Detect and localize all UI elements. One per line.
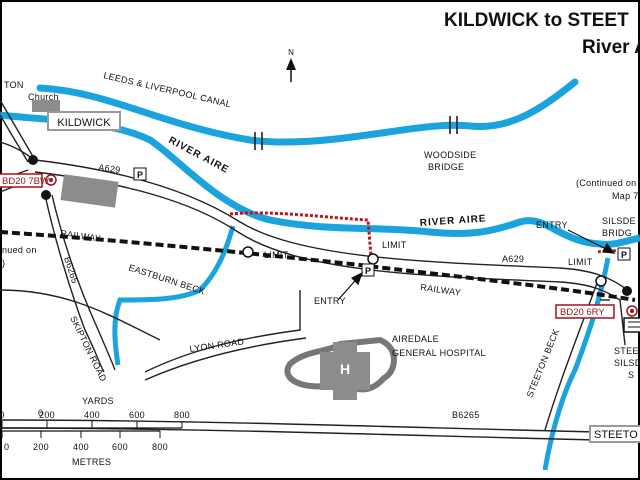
label-steeton-1: STEET [614, 346, 640, 356]
entry-arrow-2 [567, 229, 616, 254]
label-skipton-road: SKIPTON ROAD [68, 314, 108, 383]
label-silsden-1: SILSDE [602, 216, 636, 226]
label-continued-left-2: ) [2, 258, 5, 268]
svg-text:KILDWICK: KILDWICK [57, 117, 111, 129]
label-steeton-2: SILSD [614, 358, 640, 368]
label-railway-right: RAILWAY [420, 282, 462, 298]
north-arrow-icon: N [286, 48, 296, 82]
scale-bar: YARDS 0 0 200 400 600 800 0 200 400 600 … [0, 396, 190, 467]
map-title-line2: River A [582, 37, 640, 58]
scale-y-3: 600 [129, 410, 145, 420]
kildwick-sign: KILDWICK [47, 111, 121, 131]
label-steeton-beck: STEETON BECK [525, 327, 562, 398]
postcode-box-1: BD20 7BW [0, 173, 49, 188]
parking-icon-3: P [617, 247, 631, 261]
svg-text:P: P [137, 170, 143, 180]
scale-m-1: 200 [33, 442, 49, 452]
label-woodside-1: WOODSIDE [424, 150, 476, 160]
scale-y-2: 400 [84, 410, 100, 420]
scale-m-0: 0 [4, 442, 9, 452]
label-silsden-2: BRIDG [602, 228, 632, 238]
steeton-sign: STEETO [589, 425, 640, 443]
eastburn-beck [112, 225, 236, 366]
hospital-symbol: H [340, 361, 350, 377]
label-continued-right-1: (Continued on [576, 178, 636, 188]
svg-text:BD20 6RY: BD20 6RY [560, 307, 605, 318]
label-limit-2: LIMIT [382, 240, 407, 250]
limit-marker-2 [367, 253, 379, 265]
svg-text:BD20 7BW: BD20 7BW [2, 176, 49, 187]
svg-text:N: N [288, 48, 294, 57]
scale-metres-label: METRES [72, 457, 111, 467]
woodside-bridge-symbol [449, 116, 458, 134]
label-railway-left: RAILWAY [60, 228, 102, 244]
map-title-line1: KILDWICK to STEET [444, 10, 629, 31]
scale-y-4: 800 [174, 410, 190, 420]
label-hospital-1: AIREDALE [392, 334, 439, 344]
scale-yards-label: YARDS [82, 396, 114, 406]
svg-text:P: P [621, 250, 627, 260]
canal-bridge-1 [254, 132, 263, 150]
scale-m-2: 400 [73, 442, 89, 452]
label-river-1: RIVER AIRE [167, 135, 231, 176]
railway-line [0, 230, 636, 302]
church-building [32, 100, 60, 112]
postcode-flower-icon-2 [626, 305, 638, 317]
scale-m-3: 600 [112, 442, 128, 452]
postcode-flower-icon-1 [45, 174, 57, 186]
label-woodside-2: BRIDGE [428, 162, 464, 172]
label-a629-right: A629 [502, 254, 524, 264]
entry-arrow-1 [337, 271, 364, 301]
parking-icon-1: P [133, 167, 147, 181]
kildwick-building [60, 174, 119, 208]
svg-text:STEETO: STEETO [594, 429, 638, 441]
river-aire [0, 111, 640, 248]
label-church: Church [28, 92, 59, 102]
canal-line [36, 78, 579, 146]
scale-yards-tick-0: 0 [38, 408, 43, 418]
label-entry-2: ENTRY [536, 220, 568, 230]
svg-text:P: P [365, 266, 371, 276]
label-limit-1: LIMIT [264, 250, 289, 260]
label-eastburn-beck: EASTBURN BECK [127, 262, 206, 296]
scale-m-4: 800 [152, 442, 168, 452]
label-continued-left-1: nued on [2, 245, 37, 255]
hospital-wing [333, 342, 357, 400]
label-b6265-bottom: B6265 [452, 410, 480, 420]
label-steeton-3: S [628, 370, 634, 380]
limit-marker-1 [242, 246, 254, 258]
label-entry-1: ENTRY [314, 296, 346, 306]
limit-marker-3 [595, 275, 607, 287]
scale-y-0: 0 [0, 410, 5, 420]
junction-markers [28, 155, 632, 296]
label-continued-right-2: Map 7 [612, 191, 639, 201]
parking-icon-2: P [361, 263, 375, 277]
label-ton: TON [4, 80, 24, 90]
restricted-bank-1 [229, 211, 374, 269]
postcode-box-2: BD20 6RY [555, 304, 615, 319]
label-hospital-2: GENERAL HOSPITAL [392, 348, 486, 358]
station-icon [623, 317, 640, 333]
label-lyon-road: LYON ROAD [189, 336, 245, 354]
label-limit-3: LIMIT [568, 257, 593, 267]
scale-y-1: 200 [39, 410, 55, 420]
label-river-2: RIVER AIRE [419, 213, 486, 229]
label-a629-left: A629 [98, 162, 121, 175]
